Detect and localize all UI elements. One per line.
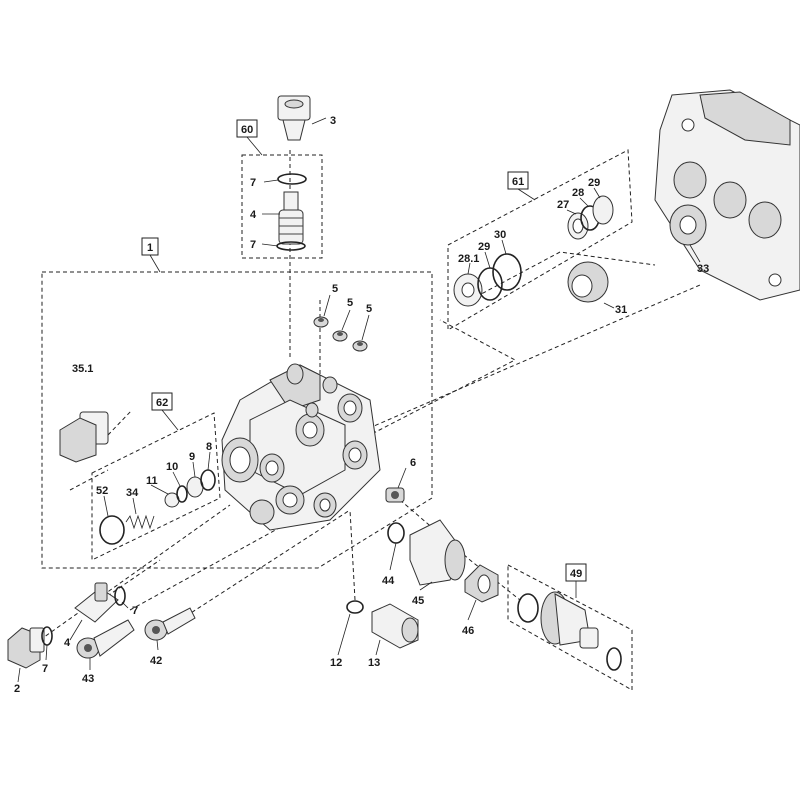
callout-27: 27 bbox=[557, 199, 569, 211]
callout-4-lower: 4 bbox=[64, 637, 71, 649]
screw-5-a bbox=[313, 316, 329, 328]
o-ring-7-lower-a bbox=[114, 586, 126, 606]
label-box-60: 60 bbox=[241, 124, 253, 136]
callout-28-1: 28.1 bbox=[458, 253, 479, 265]
group-box-49 bbox=[507, 564, 633, 691]
callout-3: 3 bbox=[330, 115, 336, 127]
ring-49-b bbox=[606, 647, 622, 671]
callout-13: 13 bbox=[368, 657, 380, 669]
valve-insert-4-lower bbox=[74, 582, 119, 623]
plug-2 bbox=[7, 627, 45, 669]
callout-7-top: 7 bbox=[250, 177, 256, 189]
callout-5-a: 5 bbox=[332, 283, 338, 295]
seal-28-1 bbox=[453, 273, 483, 307]
group-box-61 bbox=[447, 149, 633, 331]
callout-7-lower-b: 7 bbox=[42, 663, 48, 675]
callout-28: 28 bbox=[572, 187, 584, 199]
nipple-13 bbox=[371, 603, 419, 649]
callout-29-right: 29 bbox=[588, 177, 600, 189]
callout-8: 8 bbox=[206, 441, 212, 453]
callout-52: 52 bbox=[96, 485, 108, 497]
callout-46: 46 bbox=[462, 625, 474, 637]
label-box-49: 49 bbox=[570, 568, 582, 580]
group-box-1 bbox=[41, 271, 433, 569]
callout-10: 10 bbox=[166, 461, 178, 473]
callout-12: 12 bbox=[330, 657, 342, 669]
screw-5-c bbox=[352, 340, 368, 352]
bolt-43 bbox=[76, 619, 135, 659]
o-ring-52 bbox=[99, 515, 125, 545]
callout-42: 42 bbox=[150, 655, 162, 667]
plug-6 bbox=[385, 487, 405, 503]
callout-34: 34 bbox=[126, 487, 139, 499]
callout-29-left: 29 bbox=[478, 241, 490, 253]
washer-12 bbox=[346, 600, 364, 614]
callout-43: 43 bbox=[82, 673, 94, 685]
callout-5-c: 5 bbox=[366, 303, 372, 315]
washer-44 bbox=[387, 522, 405, 544]
callout-44: 44 bbox=[382, 575, 395, 587]
bolt-42 bbox=[144, 607, 196, 641]
ring-29-right bbox=[592, 195, 614, 225]
callout-11: 11 bbox=[146, 475, 158, 487]
callout-31: 31 bbox=[615, 304, 627, 316]
callout-6: 6 bbox=[410, 457, 416, 469]
o-ring-30 bbox=[492, 253, 522, 291]
group-box-62 bbox=[91, 412, 221, 561]
callout-35-1: 35.1 bbox=[72, 363, 93, 375]
o-ring-8 bbox=[200, 469, 216, 491]
callout-4-top: 4 bbox=[250, 209, 257, 221]
ring-27 bbox=[567, 212, 589, 240]
ring-10 bbox=[176, 485, 188, 503]
callout-45: 45 bbox=[412, 595, 424, 607]
crankcase-housing bbox=[654, 89, 800, 301]
seal-retainer-31 bbox=[567, 261, 609, 303]
nut-46 bbox=[464, 564, 499, 603]
spring-34 bbox=[125, 514, 155, 530]
valve-insert-4 bbox=[278, 191, 304, 245]
callout-9: 9 bbox=[189, 451, 195, 463]
label-box-61: 61 bbox=[512, 176, 524, 188]
screw-5-b bbox=[332, 330, 348, 342]
ring-49-a bbox=[517, 593, 539, 623]
callout-7-lower-a: 7 bbox=[132, 605, 138, 617]
fitting-45 bbox=[409, 519, 466, 586]
o-ring-7-top bbox=[277, 173, 307, 185]
ring-29-left bbox=[477, 267, 503, 301]
plug-35-1 bbox=[59, 411, 109, 463]
callout-5-b: 5 bbox=[347, 297, 353, 309]
callout-2: 2 bbox=[14, 683, 20, 695]
label-box-62: 62 bbox=[156, 397, 168, 409]
valve-plug-3 bbox=[277, 95, 311, 141]
callout-30: 30 bbox=[494, 229, 506, 241]
pump-manifold bbox=[221, 363, 381, 531]
label-box-1: 1 bbox=[147, 242, 153, 254]
callout-7-bottom: 7 bbox=[250, 239, 256, 251]
coupling-49 bbox=[540, 591, 599, 649]
callout-33: 33 bbox=[697, 263, 709, 275]
